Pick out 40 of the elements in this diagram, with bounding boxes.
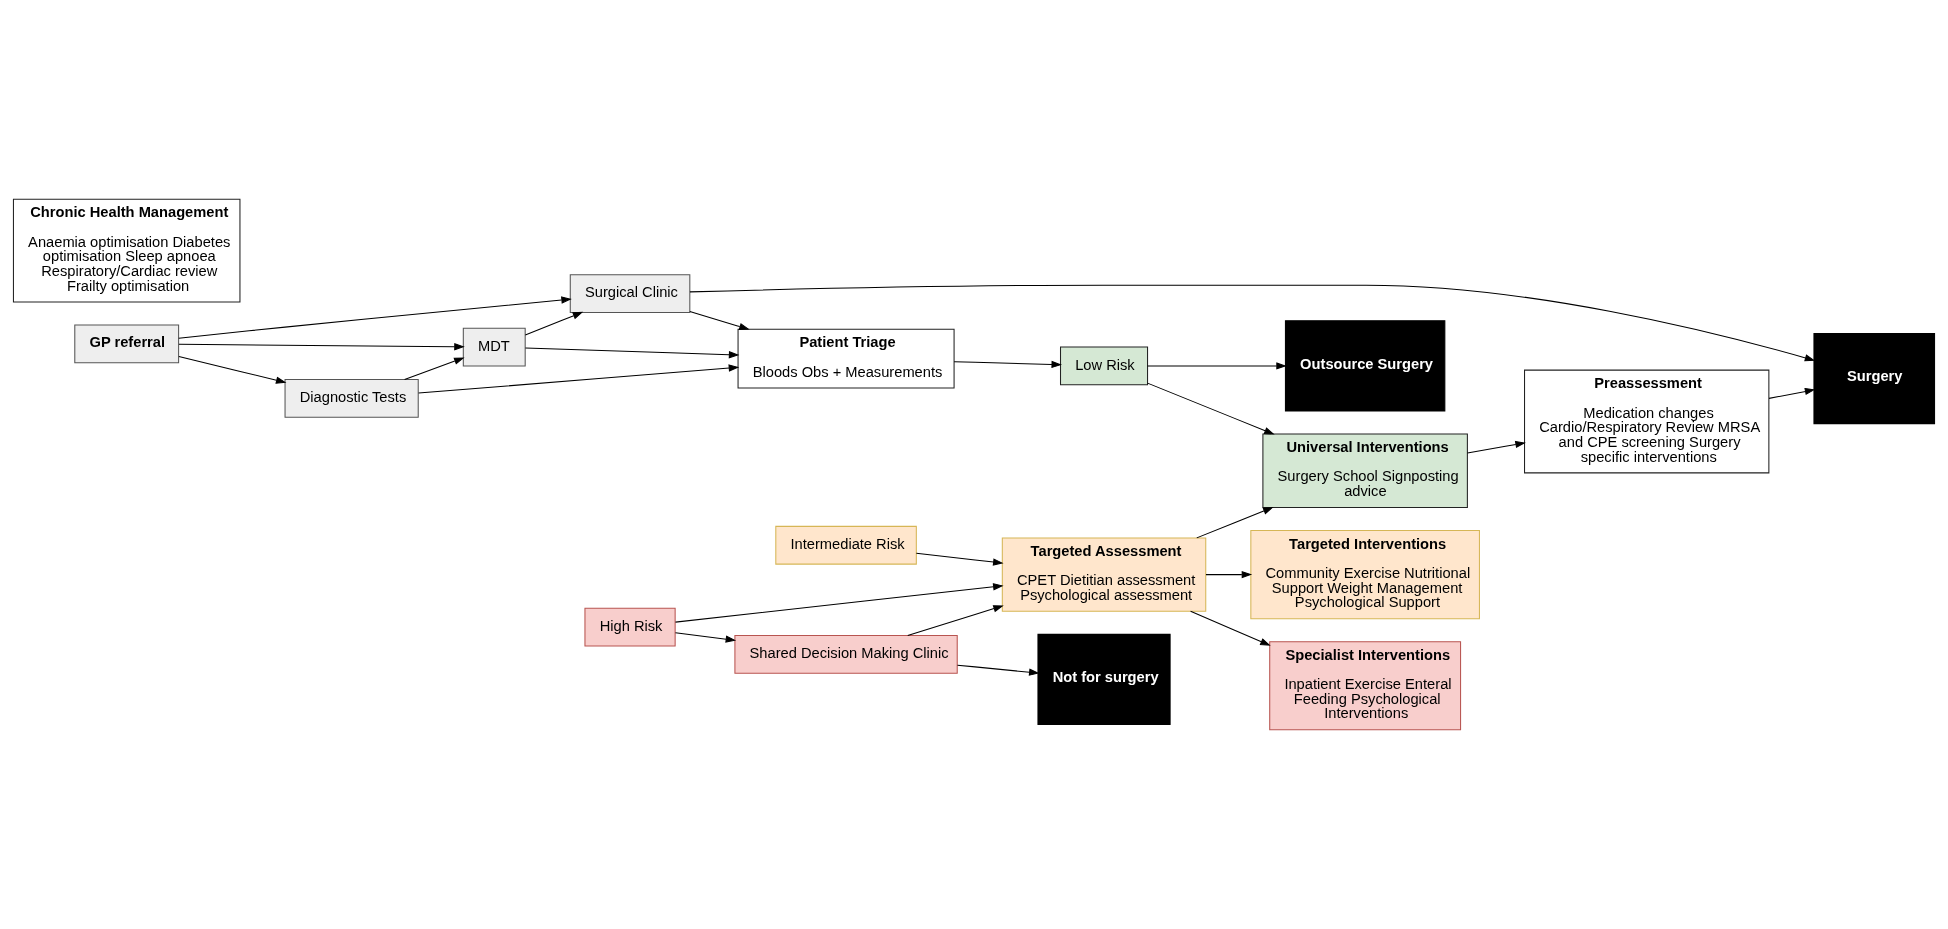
node-box: Targeted Interventions Community Exercise Nutritional Support Weight Management Psychological Support <box>1250 530 1480 620</box>
node-box: Surgery <box>1813 332 1936 425</box>
arrow <box>689 310 750 331</box>
arrow <box>1147 362 1287 370</box>
arrow <box>178 296 572 339</box>
node-box: GP referral <box>74 324 180 364</box>
node-box: Preassessment Medication changes Cardio/Respiratory Review MRSA and CPE screening Surgery specific interventions <box>1524 369 1770 474</box>
node-box: Chronic Health Management Anaemia optimisation Diabetes optimisation Sleep apnoea Respiratory/Cardiac review Frailty optimisation <box>12 198 241 303</box>
arrow <box>1196 507 1274 539</box>
arrow <box>956 664 1040 676</box>
arrow <box>915 552 1004 566</box>
node-box: Outsource Surgery <box>1284 320 1446 412</box>
node-box: Low Risk <box>1060 346 1149 386</box>
arrow <box>524 311 584 336</box>
node-box: Shared Decision Making Clinic <box>734 634 958 674</box>
arrow <box>524 347 740 359</box>
arrow <box>674 632 737 643</box>
arrow <box>178 355 287 384</box>
arrow <box>689 284 1816 362</box>
arrow <box>1147 382 1275 435</box>
node-box: Patient Triage Bloods Obs + Measurements <box>737 328 955 389</box>
node-box: Universal Interventions Surgery School Signposting advice <box>1262 433 1468 508</box>
arrow <box>1466 440 1526 454</box>
arrow <box>674 583 1004 623</box>
node-box: Targeted Assessment CPET Dietitian assessment Psychological assessment <box>1001 537 1207 612</box>
node-box: Surgical Clinic <box>569 274 691 313</box>
arrow <box>953 360 1062 369</box>
node-box: MDT <box>462 327 526 367</box>
node-box: Specialist Interventions Inpatient Exercise Enteral Feeding Psychological Interventions <box>1269 641 1462 731</box>
node-box: Not for surgery <box>1037 633 1171 726</box>
arrow <box>418 364 740 394</box>
node-box: Diagnostic Tests <box>284 379 419 418</box>
arrow <box>178 343 465 351</box>
arrow <box>1205 570 1253 579</box>
node-box: Intermediate Risk <box>775 525 917 565</box>
arrow <box>1190 610 1271 646</box>
arrow <box>404 357 465 380</box>
arrow <box>907 605 1004 636</box>
node-box: High Risk <box>584 607 676 647</box>
arrow <box>1768 387 1816 399</box>
